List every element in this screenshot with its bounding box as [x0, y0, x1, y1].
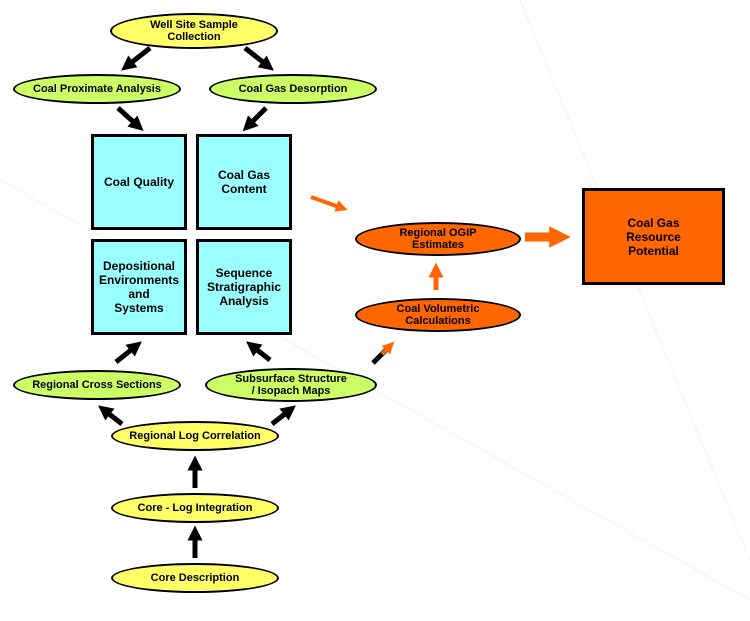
- arrow-well-to-proximate: [121, 46, 152, 71]
- arrow-content-to-ogip: [310, 195, 348, 212]
- box-depositional-environments: Depositional Environments and Systems: [91, 239, 187, 335]
- node-core-description: Core Description: [111, 563, 279, 593]
- box-sequence-stratigraphic-analysis: Sequence Stratigraphic Analysis: [196, 239, 292, 335]
- box-coal-quality: Coal Quality: [91, 134, 187, 230]
- node-regional-log-correlation: Regional Log Correlation: [111, 421, 279, 451]
- node-coal-proximate-analysis: Coal Proximate Analysis: [13, 74, 181, 104]
- arrow-logcorr-to-cross: [98, 405, 124, 426]
- arrow-cross-to-depositional: [114, 341, 142, 364]
- arrow-logcorr-to-subsurface: [270, 405, 296, 426]
- node-regional-ogip-estimates: Regional OGIP Estimates: [355, 222, 521, 256]
- node-regional-cross-sections: Regional Cross Sections: [13, 370, 181, 400]
- arrow-proximate-to-quality: [116, 106, 144, 132]
- node-subsurface-structure-isopach: Subsurface Structure / Isopach Maps: [205, 368, 377, 402]
- node-coal-volumetric-calculations: Coal Volumetric Calculations: [355, 298, 521, 332]
- box-coal-gas-resource-potential: Coal Gas Resource Potential: [582, 188, 725, 285]
- arrow-subsurface-to-volumetric-head: [380, 341, 395, 356]
- arrow-well-to-desorption: [243, 46, 274, 71]
- arrow-desorption-to-content: [242, 106, 268, 132]
- arrow-subsurface-to-sequence: [246, 341, 272, 362]
- node-coal-gas-desorption: Coal Gas Desorption: [209, 74, 377, 104]
- node-core-log-integration: Core - Log Integration: [111, 493, 279, 523]
- node-well-site-sample-collection: Well Site Sample Collection: [110, 13, 278, 49]
- box-coal-gas-content: Coal Gas Content: [196, 134, 292, 230]
